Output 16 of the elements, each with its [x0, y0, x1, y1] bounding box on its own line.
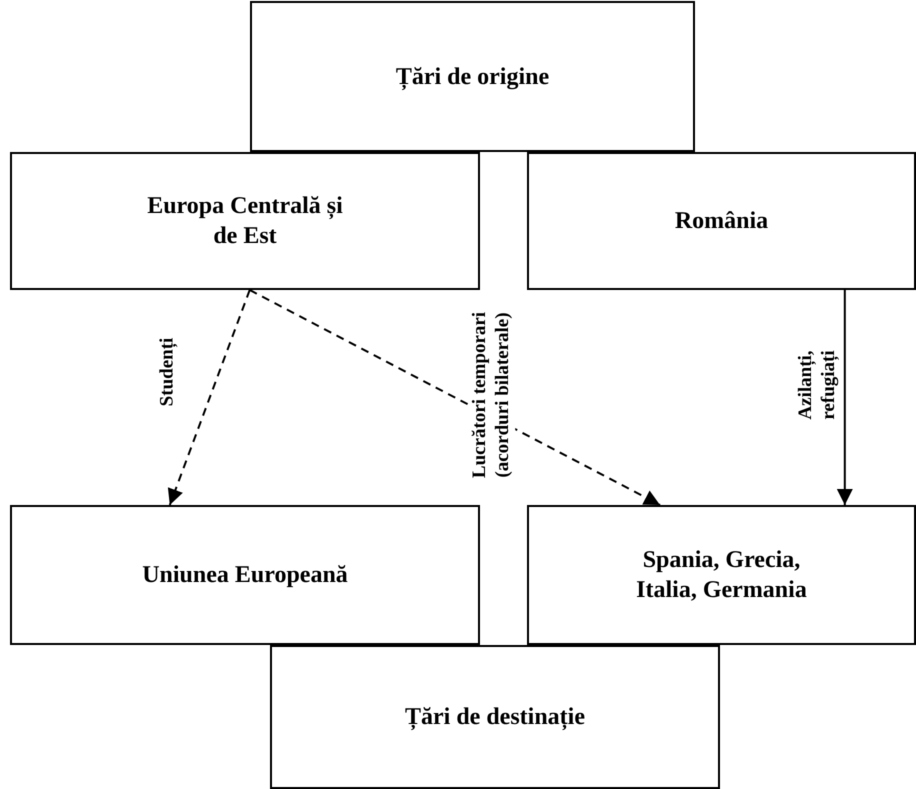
arrow — [249, 289, 660, 506]
category-box — [527, 152, 916, 290]
arrow — [168, 290, 251, 506]
arrow — [836, 290, 853, 505]
node-label: Spania, Grecia, Italia, Germania — [635, 546, 808, 605]
node-label: Țări de origine — [396, 62, 550, 92]
node-label: România — [674, 207, 768, 236]
category-box — [10, 505, 480, 645]
edge-label: Studenți — [156, 338, 180, 406]
node-label: Europa Centrală și de Est — [146, 192, 344, 251]
category-box — [270, 645, 720, 789]
category-box — [10, 152, 480, 290]
node-label: Uniunea Europeană — [142, 561, 348, 590]
node-label: Țări de destinație — [405, 703, 585, 732]
category-box — [527, 505, 916, 645]
category-box — [250, 1, 695, 152]
